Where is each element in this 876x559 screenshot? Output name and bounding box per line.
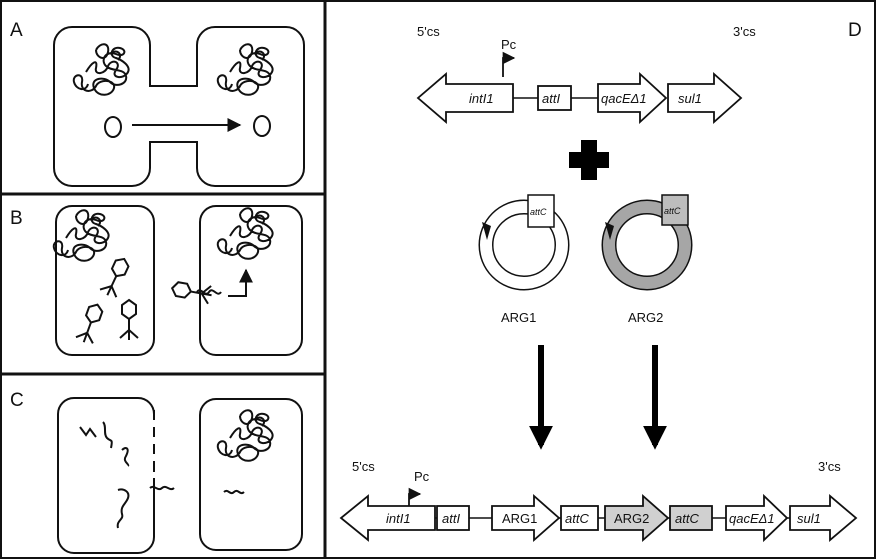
bottom-5cs-label: 5'cs [352, 459, 375, 474]
bottom-intI1-label: intI1 [386, 511, 411, 526]
recipient-cell [200, 206, 302, 355]
donor-recipient-cells [54, 27, 304, 186]
top-intI1-gene [418, 74, 513, 122]
top-intI1-label: intI1 [469, 91, 494, 106]
panel-b: B [10, 206, 302, 355]
bottom-sul1-label: sul1 [797, 511, 821, 526]
bottom-3cs-label: 3'cs [818, 459, 841, 474]
plasmid-icon [254, 116, 270, 136]
bottom-cassette: 5'cs 3'cs Pc intI1 attI ARG1 attC ARG2 a… [341, 459, 856, 540]
panel-d: D 5'cs 3'cs Pc intI1 attI qacEΔ1 sul1 [341, 20, 862, 540]
panel-d-label: D [848, 20, 862, 41]
top-promoter-label: Pc [501, 37, 517, 52]
plasmid-arg1: attC ARG1 [482, 195, 562, 325]
panel-b-label: B [10, 208, 23, 229]
panel-c-label: C [10, 390, 24, 411]
bottom-arg2-label: ARG2 [614, 511, 649, 526]
arg1-attC-label: attC [530, 207, 547, 217]
arg2-attC-label: attC [664, 206, 681, 216]
bottom-attC-label-1: attC [565, 511, 589, 526]
bottom-arg1-label: ARG1 [502, 511, 537, 526]
panel-a: A [10, 20, 304, 186]
plasmid-arg2: attC ARG2 [605, 195, 688, 325]
bottom-attC-label-2: attC [675, 511, 699, 526]
bottom-attI-label: attI [442, 511, 460, 526]
bottom-promoter-label: Pc [414, 469, 430, 484]
panel-c: C [10, 390, 302, 553]
lysed-cell [58, 398, 154, 553]
top-cassette: 5'cs 3'cs Pc intI1 attI qacEΔ1 sul1 [417, 24, 756, 122]
arg1-label: ARG1 [501, 310, 536, 325]
top-3cs-label: 3'cs [733, 24, 756, 39]
top-promoter-arrow [503, 58, 514, 77]
bottom-qacE-label: qacEΔ1 [729, 511, 775, 526]
top-qacE-label: qacEΔ1 [601, 91, 647, 106]
arg2-label: ARG2 [628, 310, 663, 325]
plus-icon [569, 140, 609, 180]
top-5cs-label: 5'cs [417, 24, 440, 39]
top-attI-label: attI [542, 91, 560, 106]
plasmid-icon [105, 117, 121, 137]
top-sul1-label: sul1 [678, 91, 702, 106]
panel-a-label: A [10, 20, 23, 41]
